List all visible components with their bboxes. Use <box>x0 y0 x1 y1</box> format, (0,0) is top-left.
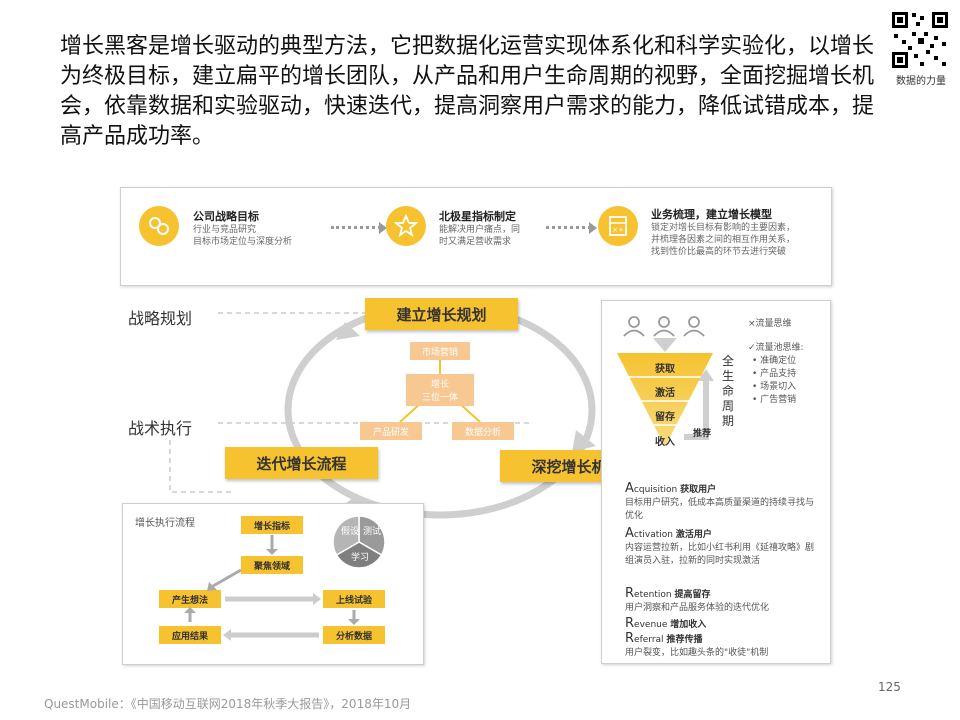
box-analyze-data: 分析数据 <box>323 626 385 644</box>
box-build-plan: 建立增长规划 <box>365 298 518 330</box>
arrowhead-1 <box>379 222 387 234</box>
aarrr-referral: Referral 推荐传播 用户裂变，比如趣头条的"收徒"机制 <box>625 632 820 660</box>
aarrr-revenue-rest: evenue <box>634 620 668 630</box>
box-launch-test: 上线试验 <box>323 590 385 608</box>
aarrr-revenue-cn: 增加收入 <box>670 620 707 630</box>
pool-item-1: • 准确定位 <box>752 356 797 366</box>
aarrr-acquisition-desc: 目标用户研究，低成本高质量渠道的持续寻找与优化 <box>625 498 815 521</box>
aarrr-retention-desc: 用户洞察和产品服务体验的迭代优化 <box>625 603 770 613</box>
aarrr-activation-initial: A <box>625 526 634 541</box>
step-northstar-title: 北极星指标制定 <box>439 210 516 223</box>
hypothesis-test-learn-pie <box>332 515 386 569</box>
funnel-activate: 激活 <box>655 388 675 399</box>
step-model-line-1: 锁定对增长目标有影响的主要因素， <box>651 223 796 233</box>
label-tactics: 战术执行 <box>128 419 193 438</box>
aarrr-referral-rest: eferral <box>634 635 664 645</box>
box-growth-metric: 增长指标 <box>241 516 303 534</box>
qr-caption: 数据的力量 <box>896 76 946 87</box>
recommend-arrow <box>684 369 714 440</box>
label-strategy: 战略规划 <box>128 309 193 328</box>
pool-item-3-text: 场景切入 <box>760 382 797 392</box>
step-model-line-3: 找到性价比最高的环节去进行突破 <box>651 247 787 257</box>
pool-item-4: • 广告营销 <box>752 395 797 405</box>
aarrr-revenue: Revenue 增加收入 <box>625 617 820 632</box>
box-focus-area: 聚焦领域 <box>241 556 303 574</box>
process-title: 增长执行流程 <box>135 518 195 529</box>
funnel-revenue: 收入 <box>655 437 675 448</box>
pool-item-1-text: 准确定位 <box>760 356 797 366</box>
page-number: 125 <box>878 680 901 694</box>
arrowhead-2 <box>589 222 597 234</box>
execution-process-panel: 增长执行流程 增长指标 聚焦领域 产生想法 应用结果 上线试验 分析数据 假设 … <box>122 503 424 665</box>
aarrr-retention-rest: etention <box>634 590 672 600</box>
aarrr-retention: Retention 提高留存 用户洞察和产品服务体验的迭代优化 <box>625 587 820 615</box>
box-iterate-process: 迭代增长流程 <box>225 447 378 479</box>
step-strategy-title: 公司战略目标 <box>193 210 259 223</box>
pie-hypothesis: 假设 <box>341 527 360 537</box>
box-growth-trinity: 增长 三位一体 <box>406 374 474 406</box>
aarrr-referral-initial: R <box>625 631 635 646</box>
aarrr-activation-rest: ctivation <box>633 530 673 540</box>
star-hand-icon <box>386 206 426 246</box>
funnel-chart <box>617 353 713 447</box>
aarrr-retention-cn: 提高留存 <box>674 590 711 600</box>
trinity-line-1: 增长 <box>430 380 449 390</box>
step-strategy-line-2: 目标市场定位与深度分析 <box>193 237 293 247</box>
pool-item-2-text: 产品支持 <box>760 369 797 379</box>
pool-item-3: • 场景切入 <box>752 382 797 392</box>
box-generate-ideas: 产生想法 <box>159 590 221 608</box>
aarrr-referral-cn: 推荐传播 <box>666 635 703 645</box>
step-northstar-line-1: 能解决用户痛点，同 <box>439 225 521 235</box>
step-model-title: 业务梳理，建立增长模型 <box>651 208 772 221</box>
box-data-analysis: 数据分析 <box>452 422 514 440</box>
aarrr-referral-desc: 用户裂变，比如趣头条的"收徒"机制 <box>625 648 769 658</box>
funnel-acquire: 获取 <box>655 364 675 375</box>
aarrr-acquisition: Acquisition 获取用户 目标用户研究，低成本高质量渠道的持续寻找与优化 <box>625 482 820 523</box>
step-northstar-line-2: 时又满足营收需求 <box>439 237 512 247</box>
aarrr-acquisition-initial: A <box>625 481 634 496</box>
users-icon <box>623 316 705 337</box>
pie-test: 测试 <box>363 527 382 537</box>
down-arrow-icon <box>653 338 677 352</box>
intro-paragraph: 增长黑客是增长驱动的典型方法，它把数据化运营实现体系化和科学实验化，以增长为终极… <box>60 34 875 149</box>
process-arrows <box>184 535 360 641</box>
pool-item-4-text: 广告营销 <box>760 395 797 405</box>
aarrr-retention-initial: R <box>625 586 635 601</box>
dotted-arrow-1 <box>331 226 381 229</box>
trinity-line-2: 三位一体 <box>421 393 458 403</box>
aarrr-revenue-initial: R <box>625 616 635 631</box>
box-marketing: 市场营销 <box>410 342 470 360</box>
box-apply-results: 应用结果 <box>159 626 221 644</box>
step-model-line-2: 并梳理各因素之间的相互作用关系， <box>651 235 796 245</box>
funnel-recommend: 推荐 <box>693 429 712 439</box>
step-strategy-line-1: 行业与竞品研究 <box>193 225 257 235</box>
dotted-arrow-2 <box>546 226 591 229</box>
traffic-thinking: ×流量思维 <box>748 319 792 329</box>
aarrr-acquisition-cn: 获取用户 <box>680 485 717 495</box>
pie-learn: 学习 <box>351 553 370 563</box>
gears-icon <box>139 206 179 246</box>
aarrr-activation-desc: 内容运营拉新，比如小红书利用《延禧攻略》剧组演员入驻，拉新的同时实现激活 <box>625 543 815 566</box>
svg-text:×+: ×+ <box>612 226 624 234</box>
pool-thinking: ✓流量池思维: <box>748 343 804 353</box>
source-citation: QuestMobile：《中国移动互联网2018年秋季大报告》，2018年10月 <box>44 697 412 711</box>
full-lifecycle-label: 全生命周期 <box>722 354 735 428</box>
pool-item-2: • 产品支持 <box>752 369 797 379</box>
aarrr-acquisition-rest: cquisition <box>633 485 678 495</box>
funnel-retain: 留存 <box>655 412 675 423</box>
box-product-rd: 产品研发 <box>360 422 422 440</box>
calculator-icon: ×+ <box>598 206 638 246</box>
aarrr-activation-cn: 激活用户 <box>675 530 712 540</box>
qr-code-icon <box>890 10 950 70</box>
strategy-steps-panel: 公司战略目标 行业与竞品研究 目标市场定位与深度分析 北极星指标制定 能解决用户… <box>120 187 832 286</box>
aarrr-activation: Activation 激活用户 内容运营拉新，比如小红书利用《延禧攻略》剧组演员… <box>625 527 820 568</box>
